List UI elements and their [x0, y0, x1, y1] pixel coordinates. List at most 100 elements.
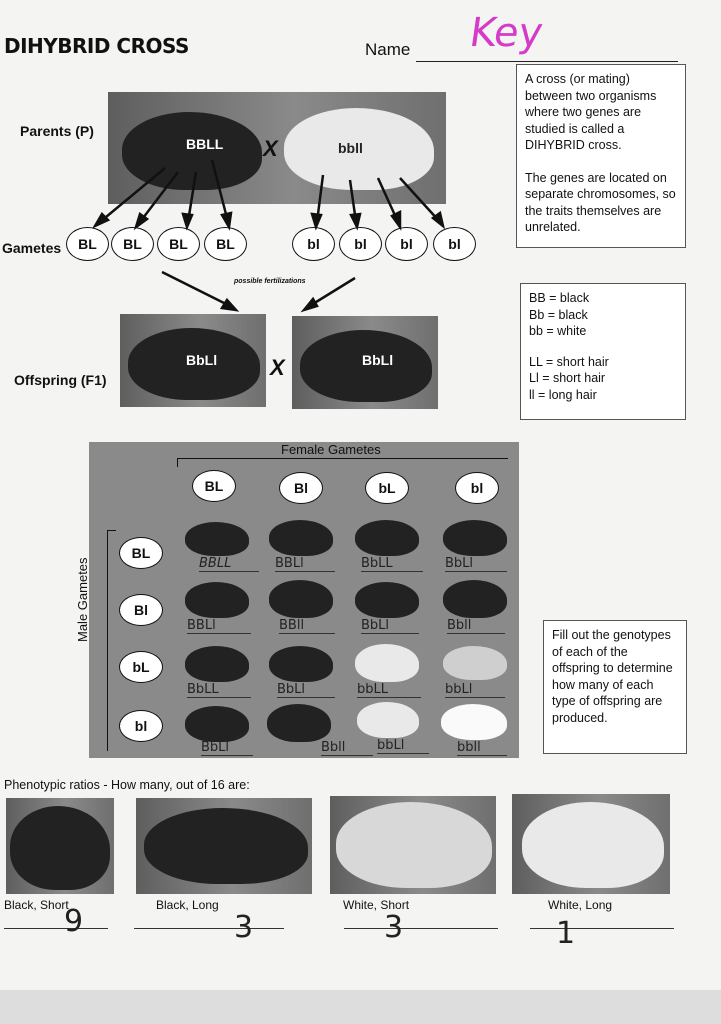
- cell-genotype: BbLl: [277, 682, 335, 698]
- punnett-square: Female Gametes Male Gametes BL Bl bL bl …: [75, 442, 519, 758]
- female-gametes-label: Female Gametes: [281, 442, 381, 457]
- offspring-image: [357, 702, 419, 738]
- answer-value: 3: [234, 910, 254, 945]
- white-long-guinea-pig-image: [522, 802, 664, 888]
- name-label: Name: [365, 40, 411, 59]
- legend-line: bb = white: [529, 324, 587, 338]
- cell-genotype: bbLl: [377, 738, 429, 754]
- answer-line[interactable]: [4, 928, 108, 929]
- chromosome-text: The genes are located on separate chromo…: [525, 170, 676, 235]
- answer-value: 3: [384, 910, 404, 945]
- instructions-box: Fill out the genotypes of each of the of…: [543, 620, 687, 754]
- white-guinea-pig-image: [284, 108, 434, 190]
- offspring-image: [355, 582, 419, 618]
- offspring-image: [267, 704, 331, 742]
- female-gamete: Bl: [279, 472, 323, 504]
- cell-genotype: BBLl: [187, 618, 251, 634]
- ratios-label: Phenotypic ratios - How many, out of 16 …: [4, 778, 250, 792]
- definition-text: A cross (or mating) between two organism…: [525, 72, 657, 152]
- offspring-image: [269, 520, 333, 556]
- fertilization-label: possible fertilizations: [234, 278, 306, 285]
- legend-line: Bb = black: [529, 307, 588, 322]
- definition-box: A cross (or mating) between two organism…: [516, 64, 686, 248]
- legend-line: Ll = short hair: [529, 371, 606, 385]
- offspring-genotype: BbLl: [362, 352, 394, 368]
- gamete-oval: bl: [339, 227, 382, 261]
- offspring-genotype: BbLl: [186, 352, 218, 368]
- gamete-oval: BL: [157, 227, 200, 261]
- offspring-photo: BbLl: [120, 314, 266, 407]
- cell-genotype: bbll: [457, 740, 507, 756]
- parents-label: Parents (P): [20, 123, 94, 139]
- parent-genotype: BBLL: [186, 136, 224, 152]
- offspring-image: [185, 582, 249, 618]
- female-gamete: bl: [455, 472, 499, 504]
- male-gamete: BL: [119, 537, 163, 569]
- legend-line: BB = black: [529, 291, 590, 305]
- offspring-image: [443, 520, 507, 556]
- phenotype-caption: Black, Long: [156, 898, 219, 912]
- gametes-label: Gametes: [2, 240, 62, 256]
- cell-genotype: bbLL: [357, 682, 421, 698]
- cell-genotype: BbLl: [201, 740, 253, 756]
- black-guinea-pig-image: [300, 330, 432, 402]
- cell-genotype: BbLL: [361, 556, 423, 572]
- cell-genotype: BbLl: [445, 556, 507, 572]
- offspring-image: [269, 646, 333, 682]
- offspring-label: Offspring (F1): [14, 372, 107, 388]
- male-gamete: Bl: [119, 594, 163, 626]
- gamete-oval: bl: [433, 227, 476, 261]
- female-gamete: bL: [365, 472, 409, 504]
- gamete-oval: bl: [385, 227, 428, 261]
- gamete-oval: BL: [204, 227, 247, 261]
- page-bottom-edge: [0, 990, 721, 1024]
- white-short-guinea-pig-image: [336, 802, 492, 888]
- cross-symbol: X: [270, 355, 285, 380]
- black-guinea-pig-image: [128, 328, 260, 400]
- offspring-image: [269, 580, 333, 618]
- phenotype-photo: [136, 798, 312, 894]
- page-title: DIHYBRID CROSS: [4, 34, 189, 58]
- legend-line: LL = short hair: [529, 354, 609, 369]
- male-gamete: bl: [119, 710, 163, 742]
- black-short-guinea-pig-image: [10, 806, 110, 890]
- offspring-image: [185, 706, 249, 742]
- cell-genotype: BBll: [279, 618, 335, 634]
- gamete-oval: BL: [66, 227, 109, 261]
- black-long-guinea-pig-image: [144, 808, 308, 884]
- offspring-image: [185, 522, 249, 556]
- cell-genotype: BBLl: [275, 556, 335, 572]
- cell-genotype: Bbll: [447, 618, 505, 634]
- cell-genotype: BbLl: [361, 618, 419, 634]
- answer-line[interactable]: [530, 928, 674, 929]
- phenotype-caption: White, Long: [548, 898, 613, 912]
- black-guinea-pig-image: [122, 112, 262, 190]
- phenotype-photo: [6, 798, 114, 894]
- offspring-image: [185, 646, 249, 682]
- answer-value: 1: [556, 916, 576, 951]
- instructions-text: Fill out the genotypes of each of the of…: [552, 628, 673, 725]
- offspring-image: [355, 520, 419, 556]
- answer-value: 9: [64, 904, 84, 939]
- female-gamete: BL: [192, 470, 236, 502]
- offspring-image: [443, 580, 507, 618]
- cell-genotype: bbLl: [445, 682, 505, 698]
- female-bracket: [177, 458, 508, 467]
- parents-photo: BBLL X bbll: [108, 92, 446, 204]
- answer-line[interactable]: [134, 928, 284, 929]
- male-bracket: [107, 530, 116, 751]
- cell-genotype: Bbll: [321, 740, 373, 756]
- offspring-photo: BbLl: [292, 316, 438, 409]
- answer-line[interactable]: [344, 928, 498, 929]
- name-field[interactable]: [416, 61, 678, 62]
- phenotype-caption: White, Short: [343, 898, 410, 912]
- phenotype-photo: [512, 794, 670, 894]
- gamete-arrows: [91, 159, 446, 313]
- offspring-image: [441, 704, 507, 740]
- offspring-image: [355, 644, 419, 682]
- cross-symbol: X: [263, 136, 278, 161]
- cell-genotype: BbLL: [187, 682, 251, 698]
- gamete-oval: BL: [111, 227, 154, 261]
- gamete-oval: bl: [292, 227, 335, 261]
- cell-genotype: BBLL: [199, 556, 259, 572]
